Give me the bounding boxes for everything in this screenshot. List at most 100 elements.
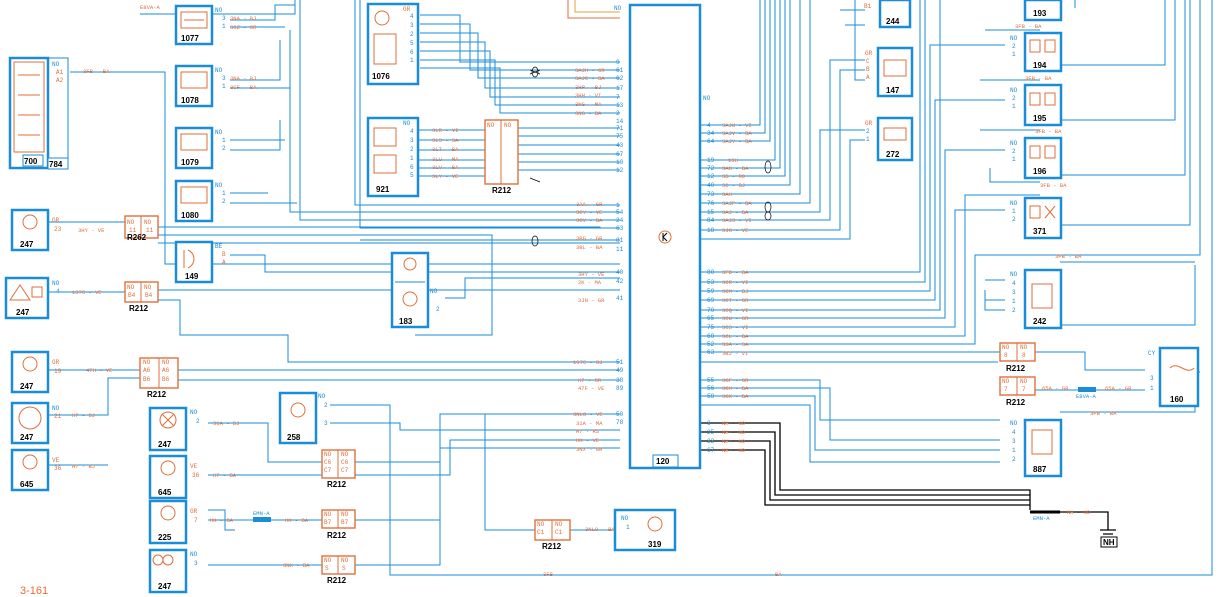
svg-text:GR: GR	[190, 508, 198, 515]
component-319[interactable]: 319 NO 1	[613, 508, 677, 552]
connector-r212-h[interactable]: R212 NO NO 8 8	[999, 342, 1036, 373]
connector-r212-g[interactable]: R212 NO NO C1 C1	[534, 519, 571, 551]
wire-label: HK - BA	[285, 517, 309, 524]
svg-text:C1: C1	[537, 529, 545, 536]
wire-label: 3AJY - BA	[722, 138, 752, 145]
component-242[interactable]: 242 NO 4 3 1 2	[1010, 268, 1063, 330]
component-1080[interactable]: 1080 NO 1 2	[174, 179, 226, 223]
wire-label: 47F - VE	[578, 385, 605, 392]
connector-r262[interactable]: R262 NO NO 11 11	[124, 215, 159, 242]
svg-text:GR: GR	[865, 120, 873, 127]
connector-r212-d[interactable]: R212 NO NO C6 C6 C7 C7	[321, 449, 356, 489]
svg-text:2: 2	[324, 402, 328, 409]
svg-text:1: 1	[222, 23, 226, 30]
connector-r212-i[interactable]: R212 NO NO 7 7	[999, 376, 1036, 407]
component-1076[interactable]: 1076 GR 4 3 2 5 6 1	[366, 2, 420, 86]
component-1079[interactable]: 1079 NO 1 2	[174, 126, 226, 170]
wire-label: 3FB - BA	[1035, 128, 1062, 135]
svg-text:3: 3	[194, 560, 198, 567]
ecu-right-pin: 59	[707, 288, 715, 295]
wire-label: 3FB - BA	[83, 68, 110, 75]
component-247-d[interactable]: 247 NO 21	[10, 401, 62, 445]
svg-text:19: 19	[54, 368, 62, 375]
connector-r212-a[interactable]: R212 NO NO B4 B4	[124, 281, 159, 313]
component-195[interactable]: 195 NO 2 1	[1010, 83, 1063, 127]
svg-text:NO: NO	[1020, 344, 1028, 351]
connector-r212-f[interactable]: R212 NO NO S S	[321, 555, 356, 585]
component-921[interactable]: 921 NO 4 3 2 1 6 5	[366, 116, 420, 198]
ecu-left-pin: 38	[616, 377, 624, 384]
component-194[interactable]: 194 NO 2 1	[1010, 31, 1063, 73]
component-147[interactable]: 147 GR C B A	[865, 46, 914, 98]
component-887[interactable]: 887 NO 4 3 1 2	[1010, 418, 1063, 478]
svg-text:1: 1	[1012, 103, 1016, 110]
svg-text:VE: VE	[190, 463, 198, 470]
connector-r262-label: R262	[127, 233, 147, 242]
svg-text:36: 36	[192, 472, 200, 479]
component-247-c[interactable]: 247 GR 19	[10, 350, 62, 394]
component-244[interactable]: 244 B1	[864, 0, 912, 29]
component-645-a[interactable]: 645 VE 36	[10, 448, 62, 492]
svg-text:1: 1	[1012, 447, 1016, 454]
splice-markers: EMN-A E8VA-A EMN-A NH	[253, 66, 1118, 548]
svg-text:NO: NO	[430, 288, 438, 295]
svg-text:B1: B1	[864, 3, 872, 10]
svg-text:1: 1	[222, 190, 226, 197]
ground-label: NH	[1103, 538, 1115, 547]
svg-text:NO: NO	[127, 219, 135, 226]
wire-label: 3BL - BA	[576, 244, 603, 251]
component-272[interactable]: 272 GR 2 1	[865, 116, 914, 162]
component-258[interactable]: 258 NO 2 3	[278, 391, 328, 445]
connector-r212-c[interactable]: R212 NO NO	[484, 119, 519, 195]
svg-text:2: 2	[1012, 43, 1016, 50]
wire-label: 3FB - BA	[1015, 23, 1042, 30]
svg-text:GR: GR	[52, 359, 60, 366]
wire-label: 3HY - VE	[78, 227, 105, 234]
wire-label: 31A - MA	[576, 420, 603, 427]
svg-text:NO: NO	[1010, 271, 1018, 278]
component-149-id: 149	[185, 272, 199, 281]
svg-text:NO: NO	[341, 557, 349, 564]
component-258-id: 258	[287, 433, 301, 442]
component-194-id: 194	[1033, 61, 1047, 70]
wire-label: H7 - BA	[213, 472, 237, 479]
component-247-a[interactable]: 247 GR 23	[10, 208, 62, 252]
component-149[interactable]: 149 BE B A	[174, 240, 226, 284]
component-196[interactable]: 196 NO 2 1	[1010, 136, 1063, 180]
component-183[interactable]: 183 NO 2	[390, 251, 440, 329]
ecu-left-pin: 54	[616, 209, 624, 216]
component-247-e[interactable]: 247 NO 2	[148, 406, 200, 452]
component-1078-id: 1078	[181, 96, 199, 105]
component-1078[interactable]: 1078 NO 3 1	[174, 64, 226, 108]
svg-text:NO: NO	[215, 7, 223, 14]
component-1077-id: 1077	[181, 34, 199, 43]
component-1077[interactable]: 1077 NO 3 1	[174, 4, 226, 46]
component-700[interactable]: 700 784 NO A1 A2	[8, 56, 69, 170]
svg-text:GR: GR	[403, 6, 411, 13]
ecu-right-pin: 63	[707, 349, 715, 356]
component-784-id: 784	[49, 160, 63, 169]
component-160[interactable]: 160 CY 3 1	[1148, 346, 1200, 408]
component-225[interactable]: 225 GR 7	[148, 499, 198, 545]
ecu-right-pin: 4	[707, 122, 711, 129]
component-645-b[interactable]: 645 VE 36	[148, 454, 200, 500]
component-193[interactable]: 193	[1023, 0, 1063, 22]
central-unit-id: 120	[656, 457, 670, 466]
component-247-f[interactable]: 247 NO 3	[148, 548, 198, 594]
component-195-id: 195	[1033, 114, 1047, 123]
ecu-left-pin: 89	[616, 385, 624, 392]
wire-label: 3JN - GR	[578, 297, 605, 304]
svg-text:1: 1	[1012, 298, 1016, 305]
svg-text:GR: GR	[865, 50, 873, 57]
connector-r212-e[interactable]: R212 NO NO B7 B7	[321, 509, 356, 540]
component-371[interactable]: 371 NO 1 2	[1010, 196, 1063, 240]
component-319-id: 319	[648, 540, 662, 549]
connector-r212-b[interactable]: R212 NO NO A6 A6 B6 B6	[139, 357, 179, 399]
svg-text:1: 1	[1012, 208, 1016, 215]
svg-text:B4: B4	[145, 292, 153, 299]
wire-label: 3LT - BA	[432, 146, 459, 153]
wire-label: 3FB - BA	[1055, 253, 1082, 260]
component-887-id: 887	[1033, 465, 1047, 474]
component-247-b[interactable]: 247 NO 4	[4, 276, 60, 320]
svg-text:3: 3	[1012, 438, 1016, 445]
